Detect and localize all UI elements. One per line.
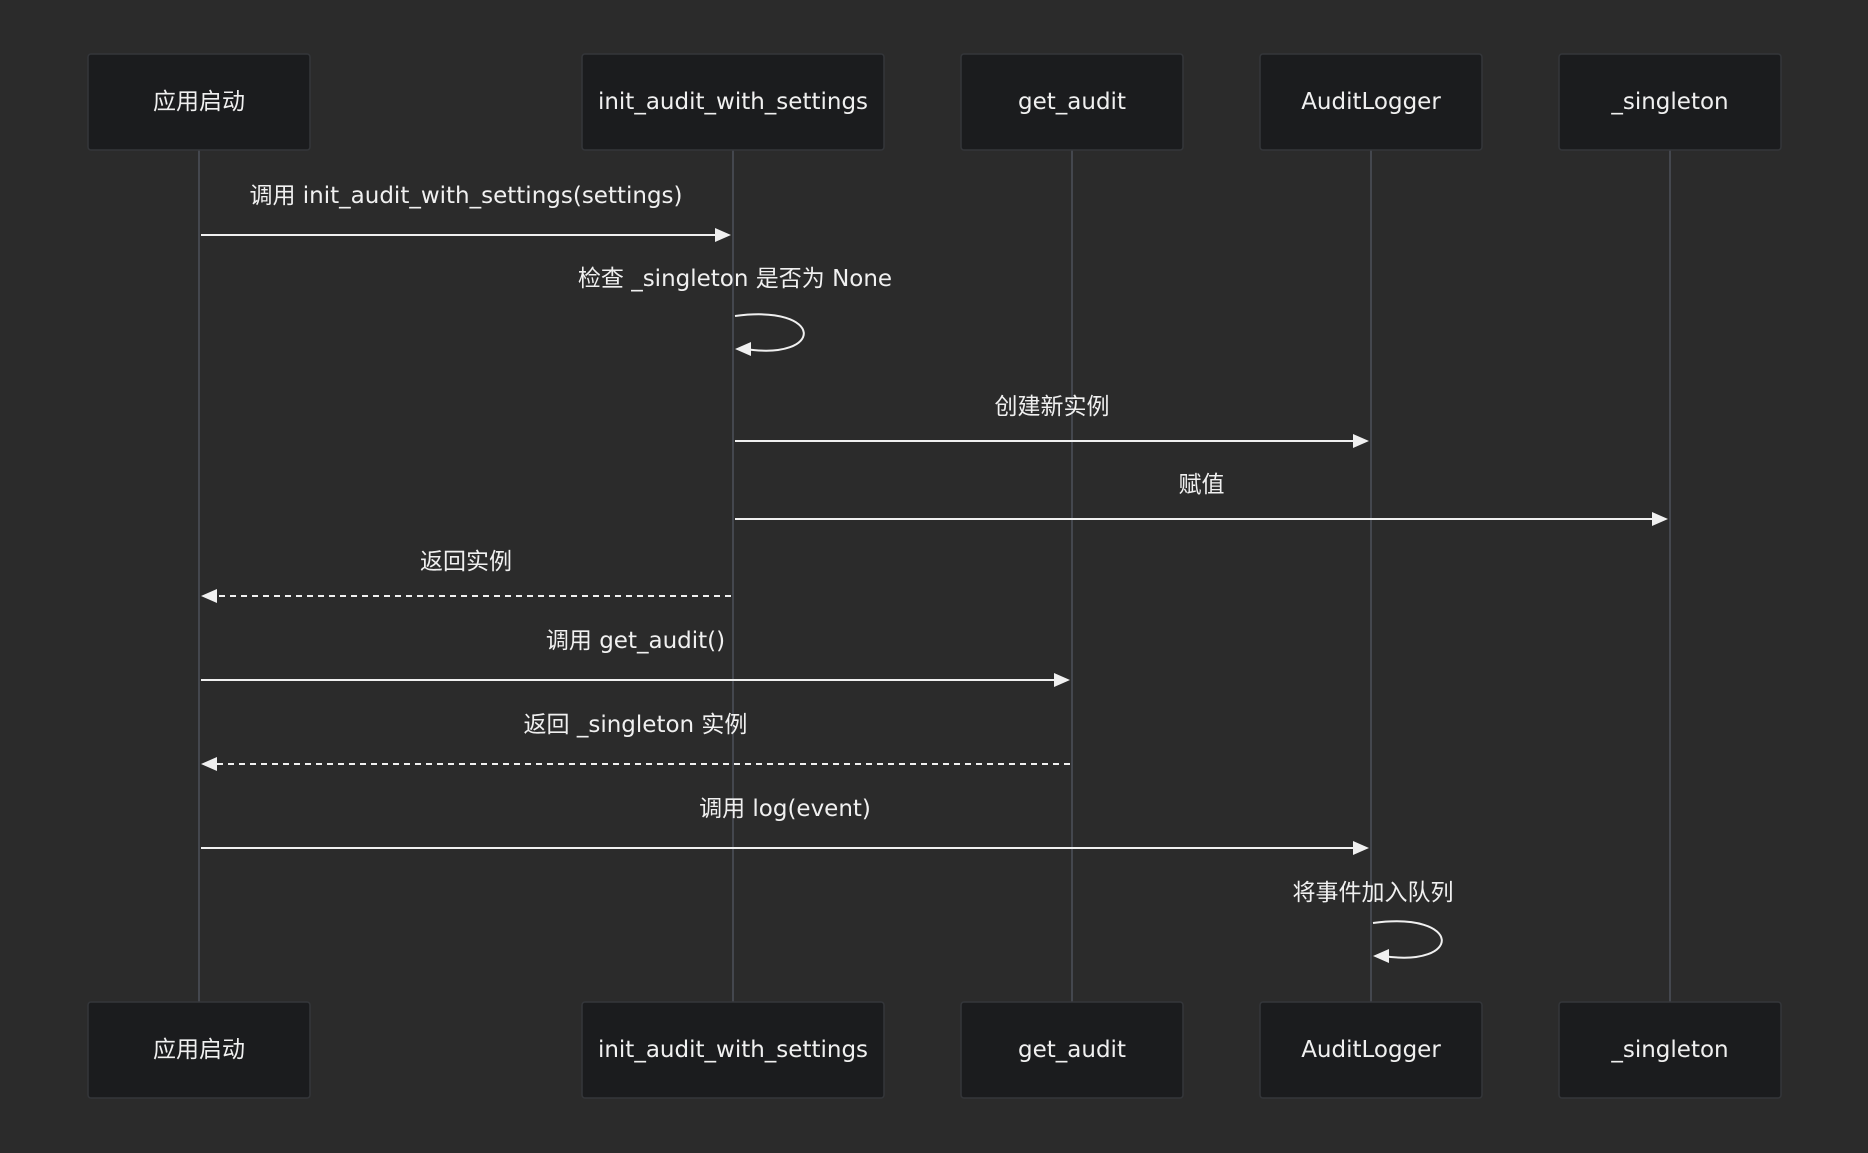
message-1: 调用 init_audit_with_settings(settings): [201, 183, 731, 242]
self-loop-arrow: [734, 313, 805, 352]
participant-app-bottom: 应用启动: [87, 1001, 311, 1099]
participant-label: AuditLogger: [1301, 89, 1441, 115]
participant-label: _singleton: [1610, 89, 1728, 115]
actors-top: 应用启动 init_audit_with_settings get_audit Aud…: [87, 53, 1782, 151]
participant-box: [1259, 53, 1483, 151]
message-6: 调用 get_audit(): [201, 628, 1070, 687]
participant-label: init_audit_with_settings: [598, 1037, 868, 1063]
participant-label: _singleton: [1610, 1037, 1728, 1063]
message-4: 赋值: [735, 472, 1668, 526]
message-label: 检查 _singleton 是否为 None: [578, 266, 892, 292]
arrow-head: [735, 342, 751, 356]
message-label: 调用 log(event): [699, 796, 871, 822]
participant-init-top: init_audit_with_settings: [581, 53, 885, 151]
participant-label: get_audit: [1018, 89, 1126, 115]
participant-get-bottom: get_audit: [960, 1001, 1184, 1099]
actors-bottom: 应用启动 init_audit_with_settings get_audit Aud…: [87, 1001, 1782, 1099]
arrow-head: [201, 757, 217, 771]
message-7: 返回 _singleton 实例: [201, 712, 1070, 771]
message-label: 返回实例: [420, 549, 512, 575]
participant-label: init_audit_with_settings: [598, 89, 868, 115]
participant-init-bottom: init_audit_with_settings: [581, 1001, 885, 1099]
arrow-head: [1054, 673, 1070, 687]
participant-label: 应用启动: [153, 89, 245, 115]
message-5: 返回实例: [201, 549, 731, 603]
arrow-head: [1353, 434, 1369, 448]
participant-label: AuditLogger: [1301, 1037, 1441, 1063]
message-3: 创建新实例: [735, 394, 1369, 448]
arrow-head: [715, 228, 731, 242]
participant-singleton-bottom: _singleton: [1558, 1001, 1782, 1099]
message-label: 返回 _singleton 实例: [524, 712, 748, 738]
message-label: 将事件加入队列: [1293, 880, 1454, 906]
participant-label: get_audit: [1018, 1037, 1126, 1063]
message-2: 检查 _singleton 是否为 None: [578, 266, 892, 356]
participant-box: [581, 1001, 885, 1099]
message-8: 调用 log(event): [201, 796, 1369, 855]
participant-logger-bottom: AuditLogger: [1259, 1001, 1483, 1099]
participant-singleton-top: _singleton: [1558, 53, 1782, 151]
participant-box: [581, 53, 885, 151]
participant-label: 应用启动: [153, 1037, 245, 1063]
participant-box: [960, 53, 1184, 151]
arrow-head: [201, 589, 217, 603]
participant-box: [1259, 1001, 1483, 1099]
message-9: 将事件加入队列: [1293, 880, 1454, 963]
messages: 调用 init_audit_with_settings(settings) 检查 …: [201, 183, 1668, 963]
participant-box: [87, 1001, 311, 1099]
participant-logger-top: AuditLogger: [1259, 53, 1483, 151]
arrow-head: [1652, 512, 1668, 526]
self-loop-arrow: [1372, 920, 1443, 959]
lifelines: [198, 150, 1671, 1002]
participant-box: [1558, 1001, 1782, 1099]
arrow-head: [1353, 841, 1369, 855]
participant-box: [87, 53, 311, 151]
arrow-head: [1373, 949, 1389, 963]
message-label: 创建新实例: [995, 394, 1110, 420]
participant-get-top: get_audit: [960, 53, 1184, 151]
participant-box: [960, 1001, 1184, 1099]
message-label: 调用 get_audit(): [546, 628, 725, 654]
participant-app-top: 应用启动: [87, 53, 311, 151]
message-label: 调用 init_audit_with_settings(settings): [249, 183, 682, 209]
message-label: 赋值: [1179, 472, 1225, 498]
participant-box: [1558, 53, 1782, 151]
